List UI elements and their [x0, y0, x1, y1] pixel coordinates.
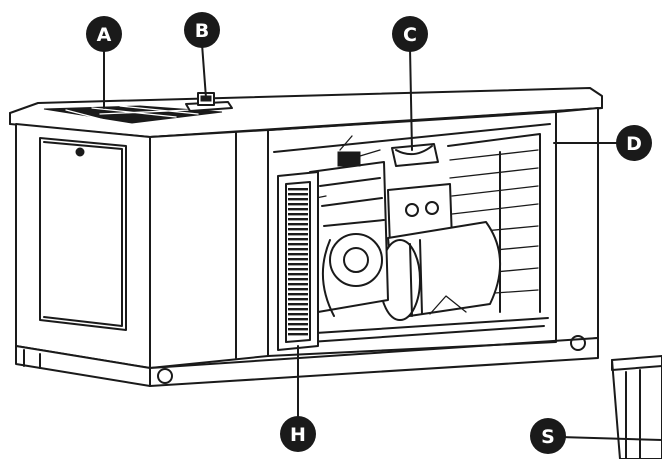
- callout-b: B: [184, 12, 220, 48]
- callout-h-badge: [280, 416, 316, 452]
- grille-slat: [288, 243, 308, 246]
- callout-s-badge: [530, 418, 566, 454]
- grille-slat: [288, 213, 308, 216]
- grille-slat: [288, 193, 308, 196]
- callout-b-label: B: [195, 20, 209, 42]
- grille-slat: [288, 218, 308, 221]
- callout-s-label: S: [541, 426, 555, 448]
- grille-slat: [288, 248, 308, 251]
- callout-s: S: [530, 418, 566, 454]
- grille-slat: [288, 333, 308, 336]
- grille-slat: [288, 318, 308, 321]
- engine-compartment: [267, 111, 557, 357]
- radiator-grille: [277, 171, 319, 351]
- grille-slat: [288, 273, 308, 276]
- grille-slat: [288, 233, 308, 236]
- grille-slat: [288, 268, 308, 271]
- callout-d-label: D: [626, 133, 642, 155]
- grille-slat: [288, 313, 308, 316]
- grille-slat: [288, 303, 308, 306]
- grille-slat: [288, 263, 308, 266]
- grille-slat: [288, 198, 308, 201]
- callout-a-badge: [86, 16, 122, 52]
- grille-slat: [288, 328, 308, 331]
- grille-slat: [288, 208, 308, 211]
- callout-a: A: [86, 16, 122, 52]
- callout-c: C: [392, 16, 428, 52]
- enclosure-roof: [9, 87, 603, 138]
- callout-h: H: [280, 416, 316, 452]
- grille-slat: [288, 298, 308, 301]
- callout-c-badge: [392, 16, 428, 52]
- grille-slat: [288, 228, 308, 231]
- grille-slat: [288, 288, 308, 291]
- callout-h-label: H: [290, 424, 306, 446]
- callout-c-label: C: [403, 24, 417, 46]
- grille-slat: [288, 308, 308, 311]
- enclosure-body: [15, 107, 599, 387]
- grille-slat: [288, 278, 308, 281]
- callout-b-badge: [184, 12, 220, 48]
- grille-slat: [288, 188, 308, 191]
- grille-slat: [288, 258, 308, 261]
- grille-slat: [288, 293, 308, 296]
- callout-d-badge: [616, 125, 652, 161]
- air-intake-grille: [43, 105, 223, 124]
- grille-slat: [288, 223, 308, 226]
- grille-slat: [288, 253, 308, 256]
- callout-d: D: [616, 125, 652, 161]
- grille-slat: [288, 323, 308, 326]
- grille-slat: [288, 203, 308, 206]
- leader-lines: [103, 43, 662, 441]
- grille-slat: [288, 283, 308, 286]
- transfer-switch-unit: [611, 355, 662, 459]
- callout-a-label: A: [97, 24, 112, 46]
- grille-slat: [288, 238, 308, 241]
